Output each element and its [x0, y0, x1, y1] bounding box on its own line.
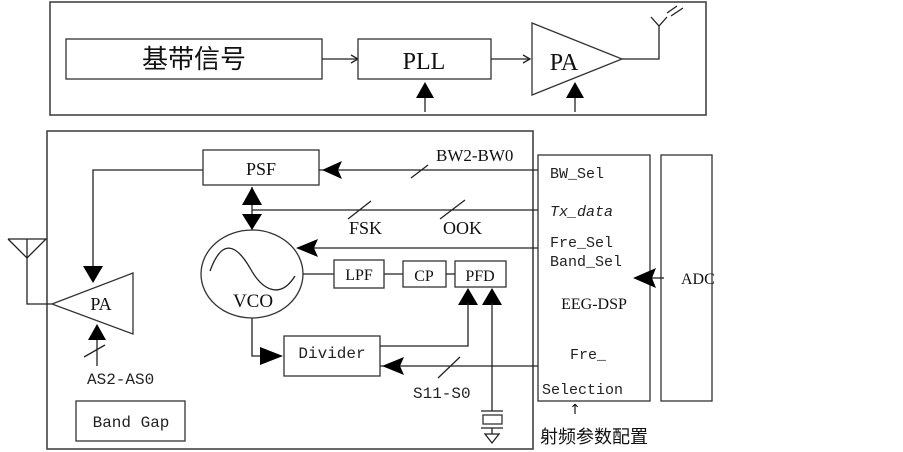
- as-bus-arrow-icon: [88, 324, 106, 340]
- adc-block: ADC: [660, 154, 715, 402]
- pa-label: PA: [90, 294, 111, 314]
- ground-icon: [483, 433, 501, 445]
- vco-down-arrow-icon: [242, 214, 262, 230]
- psf-up-arrow-icon: [242, 187, 262, 205]
- pfd-input-b-arrow-icon: [482, 288, 502, 305]
- divider-label: Divider: [298, 345, 365, 363]
- top-pll-block: PLL: [357, 38, 492, 80]
- pfd-input-a-arrow-icon: [458, 288, 478, 305]
- pa-amplifier: PA: [50, 272, 134, 335]
- adc-label: ADC: [681, 271, 715, 288]
- top-pa-label: PA: [550, 50, 579, 76]
- fsk-slash: [347, 200, 372, 220]
- bw-bus-arrow-icon: [322, 161, 342, 179]
- antenna-feed-line: [26, 258, 52, 305]
- band-gap-block: Band Gap: [75, 400, 186, 442]
- sine-wave-icon: [209, 247, 296, 291]
- top-pa-amplifier: PA: [531, 22, 624, 96]
- pll-control-arrow-icon: [416, 82, 434, 98]
- fre-sel-arrow-icon: [296, 239, 318, 257]
- top-antenna-icon: [650, 5, 684, 27]
- baseband-label: 基带信号: [142, 45, 246, 75]
- psf-block: PSF: [202, 149, 320, 186]
- psf-to-pa-arrow-icon: [83, 266, 103, 283]
- cp-block: CP: [402, 260, 447, 288]
- s-bus-arrow-icon: [382, 357, 404, 375]
- vco-to-divider-arrow-icon: [260, 347, 283, 365]
- ook-label: OOK: [443, 218, 482, 238]
- eeg-dsp-block: BW_Sel Tx_data Fre_Sel Band_Sel EEG-DSP …: [537, 154, 651, 402]
- band-sel-port: Band_Sel: [550, 254, 622, 271]
- lpf-label: LPF: [345, 267, 373, 284]
- psf-label: PSF: [246, 159, 276, 179]
- bw-bus-label: BW2-BW0: [436, 146, 513, 165]
- bw-bus-slash: [410, 164, 429, 179]
- fsk-label: FSK: [349, 218, 382, 238]
- ook-slash: [439, 199, 466, 220]
- s-bus-slash: [437, 356, 461, 379]
- band-gap-label: Band Gap: [93, 414, 170, 432]
- pa-control-arrow-icon: [566, 82, 584, 98]
- vco-block: VCO: [200, 229, 304, 319]
- lpf-block: LPF: [333, 259, 385, 289]
- pfd-block: PFD: [454, 260, 507, 288]
- rf-config-arrow-icon: ↑: [569, 402, 581, 418]
- rf-config-caption: 射频参数配置: [540, 427, 648, 448]
- adc-to-dsp-arrow-icon: [633, 268, 656, 288]
- fre-sel-port: Fre_Sel: [550, 235, 613, 252]
- psf-to-pa-line: [92, 169, 203, 268]
- eeg-dsp-title: EEG-DSP: [561, 296, 627, 313]
- pfd-label: PFD: [465, 268, 494, 285]
- rf-transmitter-frame: [46, 130, 534, 450]
- crystal-oscillator-icon: [481, 410, 503, 434]
- s-bus-label: S11-S0: [413, 385, 471, 403]
- cp-label: CP: [414, 268, 434, 285]
- as-bus-slash: [83, 344, 106, 358]
- pll-to-pa-arrow-icon: [522, 54, 532, 64]
- pa-to-antenna-line: [622, 26, 660, 60]
- divider-block: Divider: [283, 335, 381, 377]
- top-system-frame: [49, 1, 707, 116]
- bw-sel-port: BW_Sel: [550, 166, 604, 183]
- left-antenna-icon: [7, 238, 48, 259]
- as-bus-label: AS2-AS0: [87, 371, 154, 389]
- vco-label: VCO: [233, 291, 273, 312]
- divider-to-pfd-line: [380, 303, 469, 347]
- tx-data-port: Tx_data: [550, 204, 613, 221]
- fre-selection-port-line1: Fre_: [570, 347, 607, 364]
- top-pll-label: PLL: [403, 49, 446, 75]
- fre-selection-port-line2: Selection: [542, 382, 623, 399]
- baseband-signal-block: 基带信号: [65, 38, 323, 80]
